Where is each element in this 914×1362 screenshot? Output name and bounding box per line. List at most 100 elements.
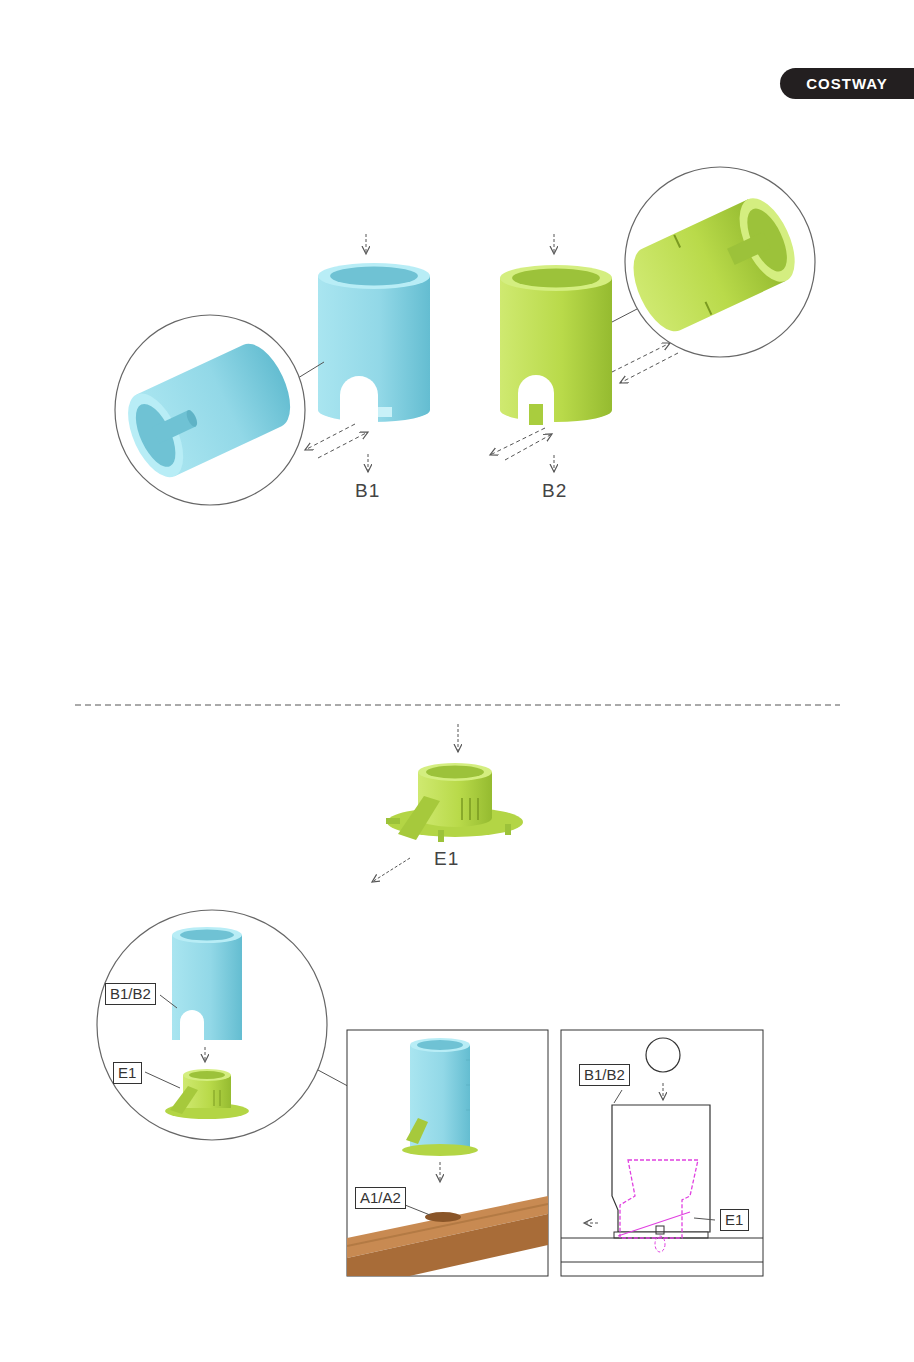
tube-b1-ellipse: [330, 267, 418, 286]
part-label: B2: [542, 480, 567, 502]
brand-tab: COSTWAY: [780, 68, 914, 99]
base-e1-line: [461, 798, 463, 820]
assembly-detail-line: [214, 1090, 215, 1106]
tube-b2-path: [518, 375, 554, 425]
section-divider: [75, 705, 840, 706]
tube-b2-detail-g-rect: [727, 232, 771, 265]
tube-b2-line: [554, 234, 555, 254]
brand-name: COSTWAY: [780, 68, 914, 99]
base-e1-line: [372, 858, 410, 882]
tube-b2-detail: [612, 167, 815, 357]
base-e1-rect: [505, 824, 511, 835]
part-code: B1/B2: [110, 985, 151, 1003]
assembly-detail-ellipse: [172, 927, 242, 943]
section-panel-content-line: [561, 1262, 763, 1263]
install-panel-content: [347, 1038, 548, 1276]
install-panel-content-path: [406, 1118, 428, 1144]
part-tag: B1/B2: [105, 983, 156, 1005]
assembly-detail-line: [160, 995, 177, 1008]
section-panel-content-ellipse: [655, 1236, 665, 1252]
base-e1: [372, 724, 523, 882]
assembly-detail-path: [172, 935, 242, 1040]
tube-b1-line: [318, 432, 368, 458]
tube-b1-line: [366, 234, 367, 254]
tube-b1-detail-line: [298, 362, 324, 378]
section-panel-content-line: [618, 1212, 690, 1236]
tube-b2-line: [554, 455, 555, 472]
part-code: E1: [725, 1211, 744, 1229]
base-e1-line: [458, 724, 459, 752]
part-label: E1: [434, 848, 459, 870]
assembly-detail-path: [180, 1010, 204, 1041]
tube-b1: [305, 234, 430, 472]
section-panel-content-rect: [656, 1226, 664, 1234]
part-tag: E1: [720, 1209, 749, 1231]
install-panel-content-line: [440, 1162, 441, 1182]
section-panel-content-line: [694, 1218, 715, 1220]
section-panel-content-line: [561, 1238, 763, 1239]
part-tag: E1: [113, 1062, 142, 1084]
base-e1-ellipse: [426, 766, 484, 779]
base-e1-rect: [386, 818, 400, 824]
part-tag: A1/A2: [355, 1187, 406, 1209]
install-panel: [347, 1030, 548, 1290]
install-panel-content-ellipse: [410, 1038, 470, 1052]
section-panel: [561, 1030, 763, 1276]
tube-b1-line: [368, 454, 369, 472]
part-tag: B1/B2: [579, 1064, 630, 1086]
tube-b1-path: [340, 376, 378, 425]
section-panel-content-line: [614, 1090, 622, 1103]
assembly-detail-path: [170, 1086, 198, 1114]
tube-b1-line: [305, 424, 355, 450]
section-panel-content-line: [663, 1083, 664, 1100]
assembly-detail-ellipse: [180, 930, 234, 941]
tube-b2-rect: [529, 404, 543, 425]
tube-b2-detail-g-line: [705, 302, 711, 315]
section-panel-content-circle: [646, 1038, 680, 1072]
assembly-detail-line: [205, 1047, 206, 1062]
section-panel-content: [561, 1038, 763, 1262]
tube-b1-detail-circle: [115, 315, 305, 505]
install-panel-content-polygon: [347, 1214, 548, 1276]
base-e1-ellipse: [418, 763, 492, 781]
part-label: B1: [355, 480, 380, 502]
tube-b2-detail-g-line: [674, 235, 680, 248]
install-panel-content-line: [347, 1204, 548, 1246]
tube-b2-path: [500, 278, 612, 422]
section-panel-content-path: [612, 1105, 710, 1232]
section-panel-content-line: [584, 1223, 598, 1224]
tube-b2-ellipse: [512, 269, 600, 288]
install-panel-content-line: [466, 1110, 470, 1111]
assembly-detail-line: [220, 1090, 221, 1106]
part-code: A1/A2: [360, 1189, 401, 1207]
tube-b2-detail-line: [612, 309, 637, 322]
tube-b1-detail: [115, 315, 324, 505]
tube-b1-detail-g-ellipse: [184, 409, 199, 429]
tube-b2-line: [620, 353, 678, 383]
base-e1-line: [477, 798, 479, 820]
assembly-detail-line: [145, 1072, 180, 1088]
install-panel-content-ellipse: [425, 1212, 461, 1222]
tube-b2-line: [505, 434, 552, 460]
section-panel-rect: [561, 1030, 763, 1276]
assembly-detail-ellipse: [183, 1069, 231, 1081]
base-e1-line: [469, 798, 471, 820]
base-e1-rect: [438, 830, 444, 842]
install-panel-content-ellipse: [417, 1040, 463, 1050]
assembly-detail-circle: [97, 910, 327, 1140]
install-panel-content-ellipse: [402, 1144, 478, 1156]
tube-b2-ellipse: [500, 265, 612, 291]
install-panel-content-line: [405, 1205, 430, 1215]
assembly-detail-ellipse: [189, 1071, 225, 1079]
part-code: E1: [118, 1064, 137, 1082]
tube-b2-detail-g: [622, 190, 806, 340]
tube-b1-rect: [378, 407, 392, 417]
install-panel-content-line: [466, 1060, 470, 1061]
install-panel-content-line: [466, 1085, 470, 1086]
base-e1-path: [398, 796, 440, 840]
section-panel-content-path: [620, 1160, 698, 1238]
tube-b2-line: [490, 428, 545, 455]
part-code: B1/B2: [584, 1066, 625, 1084]
